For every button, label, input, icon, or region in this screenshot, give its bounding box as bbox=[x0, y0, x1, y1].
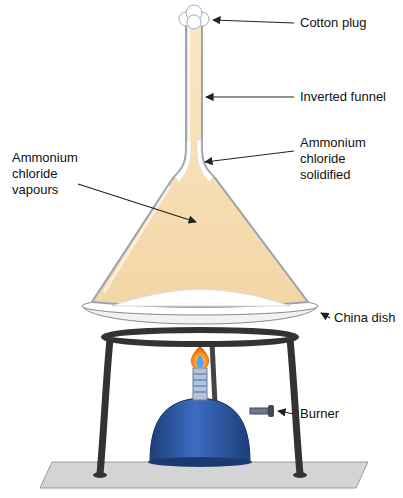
tripod-stand bbox=[93, 330, 307, 478]
leader-line bbox=[213, 20, 294, 23]
powder-pile bbox=[112, 289, 290, 306]
part-label: China dish bbox=[334, 310, 400, 326]
part-label: Ammonium chloride vapours bbox=[12, 150, 78, 198]
cotton-plug bbox=[179, 5, 209, 29]
leader-line bbox=[206, 96, 294, 97]
leader-line bbox=[78, 184, 196, 222]
leader-line bbox=[278, 411, 294, 414]
flame bbox=[191, 346, 209, 368]
part-label: Ammonium chloride solidified bbox=[300, 135, 398, 183]
part-label: Inverted funnel bbox=[300, 89, 398, 105]
solidified-deposit bbox=[175, 140, 213, 182]
part-label: Cotton plug bbox=[300, 15, 398, 31]
inverted-funnel bbox=[92, 24, 308, 307]
part-label: Burner bbox=[300, 406, 398, 422]
leader-line bbox=[321, 313, 330, 318]
leader-lines bbox=[78, 20, 330, 414]
leader-line bbox=[205, 151, 294, 162]
flame-core bbox=[196, 355, 203, 368]
burner bbox=[148, 368, 274, 467]
